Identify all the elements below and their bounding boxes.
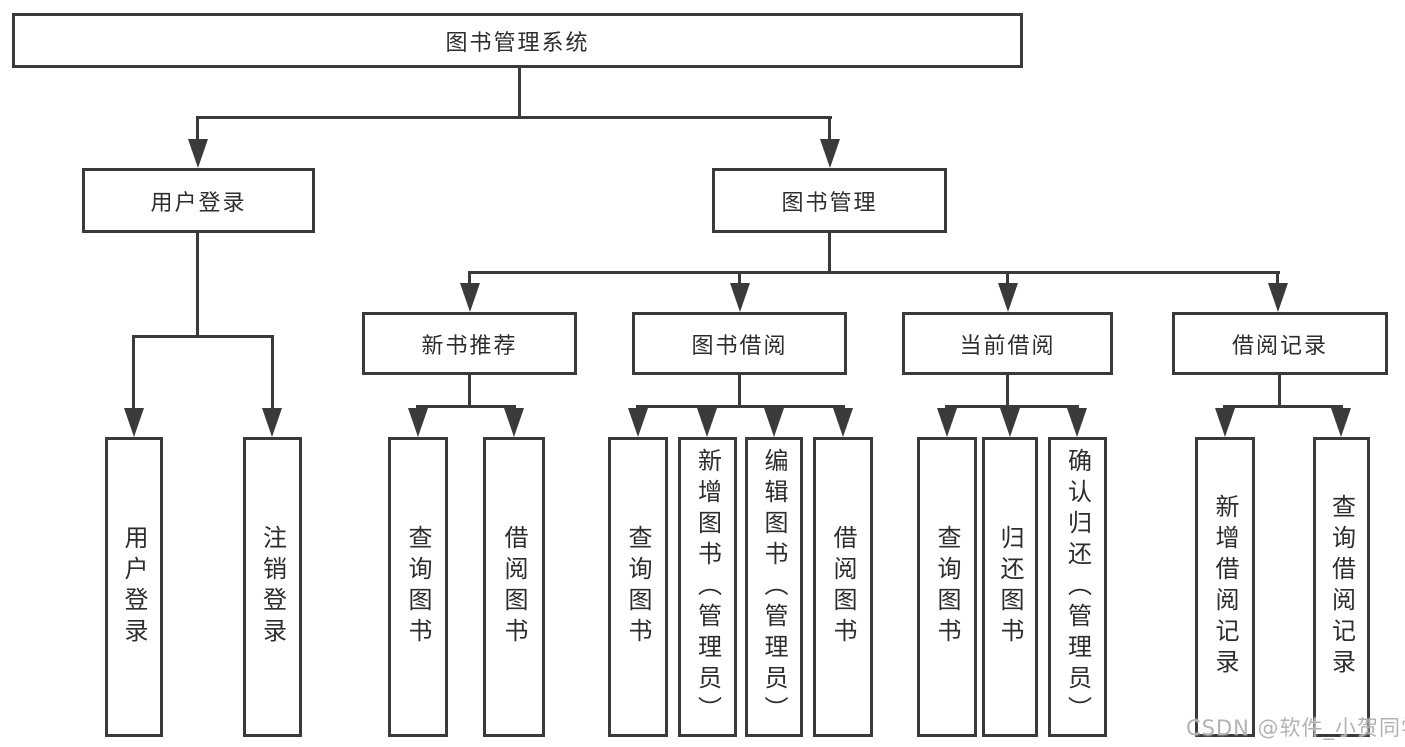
leaf-edit-books-admin: 编辑图书（管理员） bbox=[745, 437, 803, 737]
arrow-down bbox=[188, 139, 208, 168]
leaf-logout: 注销登录 bbox=[243, 437, 302, 737]
node-library-system: 图书管理系统 bbox=[12, 13, 1023, 68]
leaf-add-books-admin: 新增图书（管理员） bbox=[678, 437, 737, 737]
edge-userlogin-bus bbox=[132, 335, 274, 338]
arrow-down bbox=[1000, 408, 1020, 437]
edge-stub bbox=[738, 271, 741, 285]
arrow-down bbox=[1067, 408, 1087, 437]
leaf-query-borrow-record: 查询借阅记录 bbox=[1313, 437, 1370, 737]
edge-newbook-bus bbox=[416, 405, 516, 408]
arrow-down bbox=[262, 408, 282, 437]
leaf-query-books-recommend: 查询图书 bbox=[388, 437, 448, 737]
leaf-user-login: 用户登录 bbox=[105, 437, 163, 737]
edge-bookborrow-bus bbox=[636, 405, 845, 408]
arrow-down bbox=[697, 408, 717, 437]
leaf-borrow-books: 借阅图书 bbox=[813, 437, 873, 737]
edge-stub bbox=[1276, 271, 1279, 285]
leaf-confirm-return-admin: 确认归还（管理员） bbox=[1048, 437, 1107, 737]
leaf-return-books: 归还图书 bbox=[982, 437, 1038, 737]
edge-userlogin-drop bbox=[196, 233, 199, 337]
edge-stub bbox=[271, 335, 274, 409]
leaf-query-books-current: 查询图书 bbox=[917, 437, 977, 737]
edge-stub bbox=[196, 116, 199, 142]
node-user-login: 用户登录 bbox=[82, 168, 315, 233]
arrow-down bbox=[460, 283, 480, 312]
node-current-borrowing: 当前借阅 bbox=[902, 312, 1113, 375]
arrow-down bbox=[124, 408, 144, 437]
arrow-down bbox=[1331, 408, 1351, 437]
edge-newbook-drop bbox=[468, 375, 471, 407]
leaf-borrow-books-recommend: 借阅图书 bbox=[483, 437, 545, 737]
arrow-down bbox=[408, 408, 428, 437]
csdn-watermark: CSDN @软件_小贺同学 bbox=[1186, 716, 1405, 740]
arrow-down bbox=[833, 408, 853, 437]
edge-bookborrow-drop bbox=[738, 375, 741, 407]
edge-records-bus bbox=[1223, 405, 1343, 408]
node-new-book-recommend: 新书推荐 bbox=[362, 312, 577, 375]
node-book-borrowing: 图书借阅 bbox=[632, 312, 847, 375]
arrow-down bbox=[998, 283, 1018, 312]
edge-currentborrow-drop bbox=[1006, 375, 1009, 407]
edge-records-drop bbox=[1278, 375, 1281, 407]
node-borrowing-records: 借阅记录 bbox=[1172, 312, 1388, 375]
arrow-down bbox=[937, 408, 957, 437]
edge-currentborrow-bus bbox=[945, 405, 1079, 408]
edge-level2-bus bbox=[196, 116, 832, 119]
arrow-down bbox=[628, 408, 648, 437]
arrow-down bbox=[820, 139, 840, 168]
arrow-down bbox=[1215, 408, 1235, 437]
edge-stub bbox=[132, 335, 135, 409]
arrow-down bbox=[1268, 283, 1288, 312]
arrow-down bbox=[504, 408, 524, 437]
leaf-add-borrow-record: 新增借阅记录 bbox=[1195, 437, 1255, 737]
edge-stub bbox=[468, 271, 471, 285]
edge-level3-bus bbox=[468, 271, 1280, 274]
edge-root-drop bbox=[518, 68, 521, 118]
arrow-down bbox=[730, 283, 750, 312]
edge-stub bbox=[828, 116, 831, 142]
edge-bookmgmt-drop bbox=[828, 233, 831, 273]
node-book-management: 图书管理 bbox=[712, 168, 947, 233]
edge-stub bbox=[1006, 271, 1009, 285]
leaf-query-books-borrow: 查询图书 bbox=[608, 437, 668, 737]
arrow-down bbox=[764, 408, 784, 437]
